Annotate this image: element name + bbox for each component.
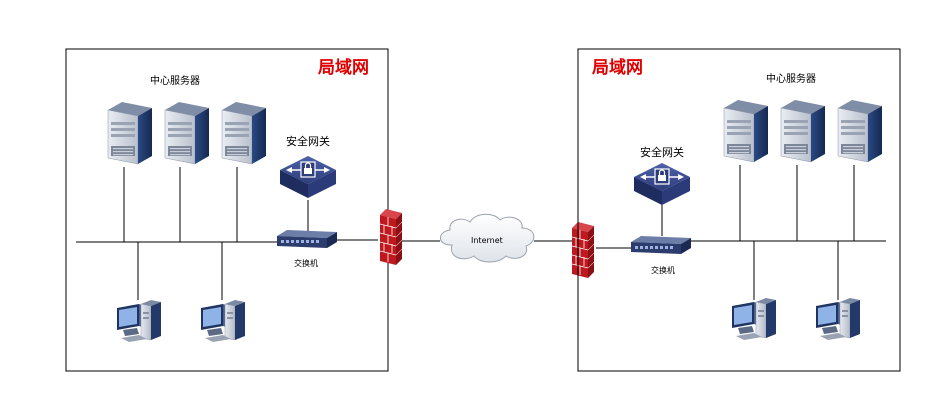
right-pc-1-icon <box>731 297 777 341</box>
right-lan: 局域网 中心服务器 安全网关 交换机 <box>577 48 901 372</box>
right-pc-2-icon <box>815 297 861 341</box>
right-lan-boundary <box>577 48 901 372</box>
left-server-group-label: 中心服务器 <box>150 74 200 87</box>
right-server-group-label: 中心服务器 <box>766 72 816 85</box>
left-lan-title: 局域网 <box>318 57 369 78</box>
right-lan-title: 局域网 <box>592 57 643 78</box>
left-server-1-icon <box>107 101 153 165</box>
right-firewall-icon <box>571 221 595 279</box>
left-lan: 局域网 中心服务器 安全网关 交换机 <box>65 48 389 372</box>
right-gateway-label: 安全网关 <box>640 145 684 159</box>
right-switch-label: 交换机 <box>651 265 675 275</box>
left-switch-icon <box>277 230 337 248</box>
internet-label: Internet <box>471 236 503 245</box>
right-network-lines <box>596 165 886 300</box>
right-server-3-icon <box>837 99 883 163</box>
left-switch-label: 交换机 <box>294 258 318 268</box>
left-firewall-icon <box>379 208 403 266</box>
left-server-2-icon <box>164 101 210 165</box>
left-pc-1-icon <box>116 299 162 343</box>
right-security-gateway-icon <box>633 162 691 206</box>
right-server-2-icon <box>780 99 826 163</box>
right-switch-icon <box>631 236 691 254</box>
internet-cloud-icon <box>440 213 535 263</box>
wan: Internet <box>379 208 595 279</box>
left-server-3-icon <box>221 101 267 165</box>
left-security-gateway-icon <box>279 155 337 199</box>
left-gateway-label: 安全网关 <box>286 134 330 148</box>
left-network-lines <box>76 167 378 300</box>
right-server-1-icon <box>723 99 769 163</box>
left-pc-2-icon <box>200 299 246 343</box>
